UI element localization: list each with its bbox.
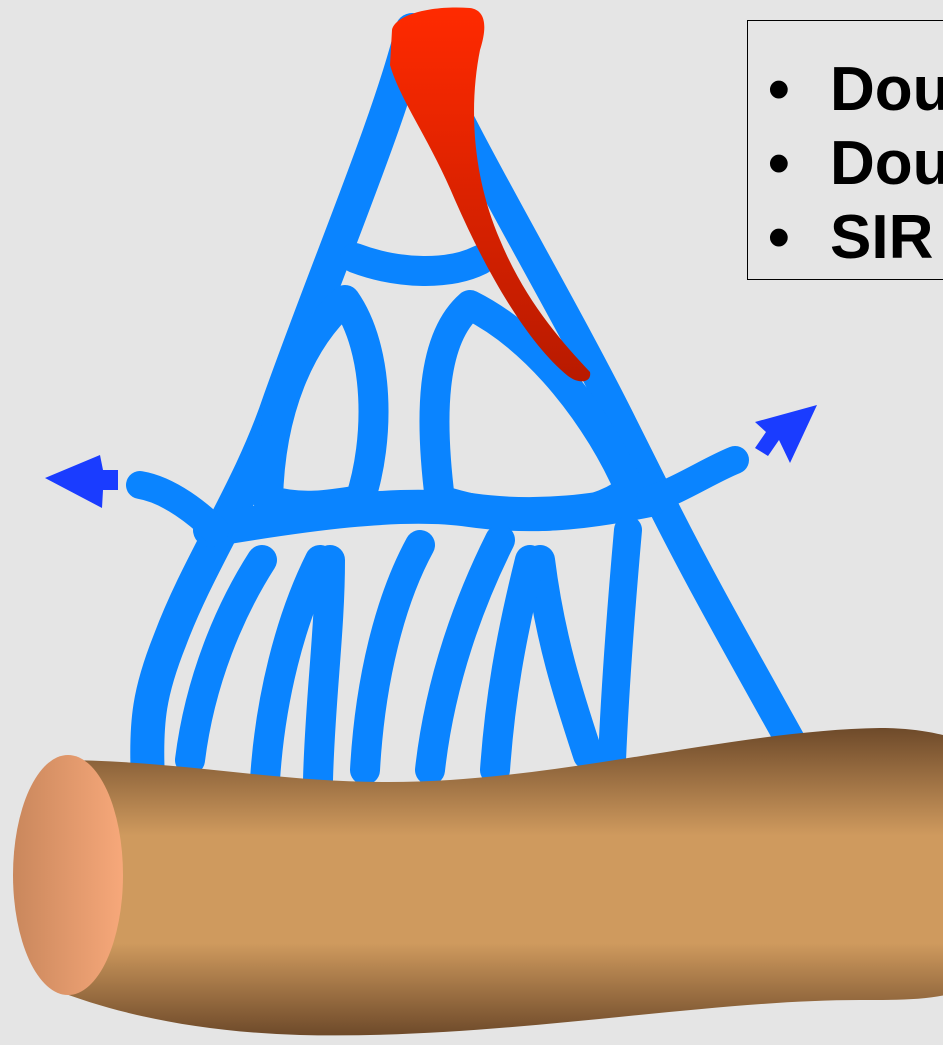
vessel-left-lobe	[268, 300, 374, 506]
legend-box: •Dou •Dou •SIR	[747, 20, 943, 280]
vessel-left-branch	[140, 485, 215, 530]
horizontal-tube	[13, 728, 943, 1035]
legend-bullet: •	[768, 133, 830, 195]
legend-text: Dou	[830, 129, 943, 198]
vessel-middle-bar	[210, 500, 650, 530]
vessel-drop-6	[540, 560, 588, 755]
vessel-drop-4	[365, 545, 420, 770]
vessel-drop-3	[318, 560, 330, 780]
arrow-left-icon	[45, 455, 118, 508]
legend-text: SIR	[830, 203, 933, 272]
legend-item-2: •Dou	[768, 133, 943, 195]
legend-text: Dou	[830, 55, 943, 124]
tube-end-cap	[13, 755, 123, 995]
legend-bullet: •	[768, 59, 830, 121]
legend-bullet: •	[768, 207, 830, 269]
vessel-drop-7	[495, 560, 530, 770]
vessel-drop-8	[612, 530, 628, 760]
legend-item-1: •Dou	[768, 59, 943, 121]
vessel-top-crossbar	[355, 258, 480, 271]
arrow-up-right-icon	[755, 405, 817, 463]
legend-item-3: •SIR	[768, 207, 933, 269]
vessel-right-branch	[650, 460, 735, 500]
